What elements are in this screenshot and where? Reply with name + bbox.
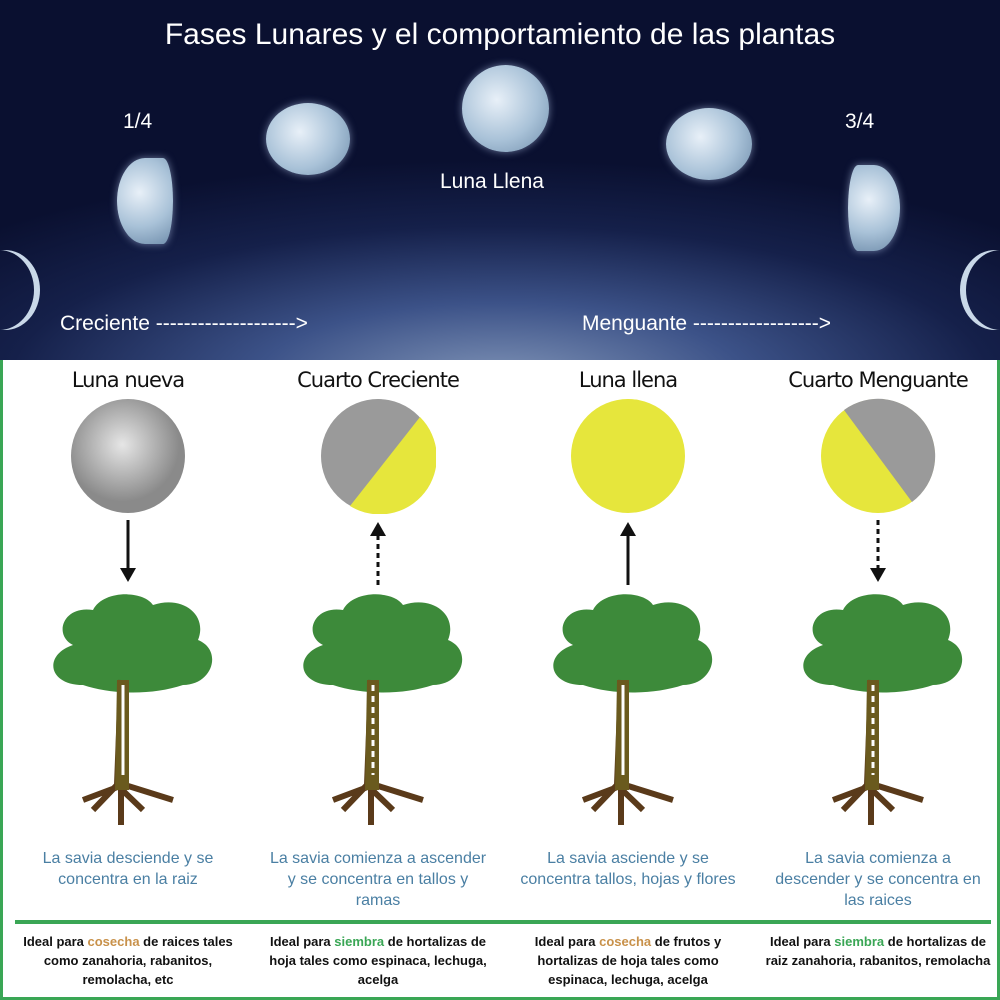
waning-crescent-right-moon — [960, 250, 1000, 330]
tree-icon — [553, 594, 713, 825]
arrow-down-icon — [870, 520, 886, 582]
phase-column: Luna nueva La savia desciende y se conce… — [3, 360, 253, 1000]
first-quarter-label: 1/4 — [123, 110, 153, 133]
tree-icon — [303, 594, 463, 825]
moon-phase-icon — [821, 398, 936, 513]
ideal-for-text: Ideal para cosecha de raices tales como … — [3, 932, 253, 989]
arrow-up-icon — [620, 522, 636, 585]
divider — [15, 920, 991, 924]
phase-column: Cuarto Creciente La savia comienza a asc… — [253, 360, 503, 1000]
waning-crescent-left-moon — [0, 250, 40, 330]
full-moon-label: Luna Llena — [440, 170, 544, 193]
sap-description: La savia comienza a ascender y se concen… — [269, 850, 487, 909]
ideal-suffix: de raices tales como zanahoria, rabanito… — [43, 934, 233, 987]
first-quarter-moon — [117, 158, 173, 244]
tree-icon — [803, 594, 963, 825]
waning-label: Menguante ------------------> — [582, 312, 832, 335]
ideal-prefix: Ideal para — [23, 934, 88, 949]
waxing-label: Creciente --------------------> — [60, 312, 308, 335]
ideal-for-text: Ideal para cosecha de frutos y hortaliza… — [503, 932, 753, 989]
last-quarter-label: 3/4 — [845, 110, 875, 133]
ideal-keyword: cosecha — [599, 934, 652, 949]
ideal-keyword: cosecha — [87, 934, 140, 949]
phase-column: Luna llena La savia asciende y se concen… — [503, 360, 753, 1000]
ideal-prefix: Ideal para — [769, 934, 835, 949]
moon-phases-banner: Fases Lunares y el comportamiento de las… — [0, 0, 1000, 360]
phase-title: Luna llena — [578, 368, 678, 392]
moon-phase-icon — [71, 399, 185, 513]
moon-phase-icon — [321, 399, 436, 514]
last-quarter-moon — [848, 165, 900, 251]
moon-phase-icon — [571, 399, 685, 513]
sap-description: La savia comienza a descender y se conce… — [775, 850, 981, 909]
tree-icon — [53, 594, 213, 825]
page-title: Fases Lunares y el comportamiento de las… — [164, 18, 836, 51]
phase-title: Cuarto Menguante — [788, 368, 969, 392]
waxing-gibbous-moon — [266, 103, 350, 175]
phases-panel: Luna nueva La savia desciende y se conce… — [0, 360, 1000, 1000]
arrow-down-icon — [120, 520, 136, 582]
sap-description: La savia desciende y se concentra en la … — [42, 850, 214, 888]
arrow-up-icon — [370, 522, 386, 585]
ideal-prefix: Ideal para — [534, 934, 600, 949]
sap-description: La savia asciende y se concentra tallos,… — [520, 850, 736, 888]
phase-title: Luna nueva — [71, 368, 185, 392]
ideal-keyword: siembra — [834, 934, 885, 949]
full-moon — [462, 65, 549, 152]
phase-column: Cuarto Menguante La savia comienza a des… — [753, 360, 1000, 1000]
ideal-for-text: Ideal para siembra de hortalizas de raiz… — [753, 932, 1000, 970]
ideal-for-text: Ideal para siembra de hortalizas de hoja… — [253, 932, 503, 989]
waning-gibbous-moon — [666, 108, 752, 180]
ideal-prefix: Ideal para — [269, 934, 335, 949]
ideal-suffix: de frutos y hortalizas de hoja tales com… — [537, 934, 722, 987]
ideal-suffix: de hortalizas de raiz zanahoria, rabanit… — [765, 934, 991, 968]
ideal-keyword: siembra — [334, 934, 385, 949]
phase-title: Cuarto Creciente — [297, 368, 460, 392]
ideal-suffix: de hortalizas de hoja tales como espinac… — [269, 934, 487, 987]
